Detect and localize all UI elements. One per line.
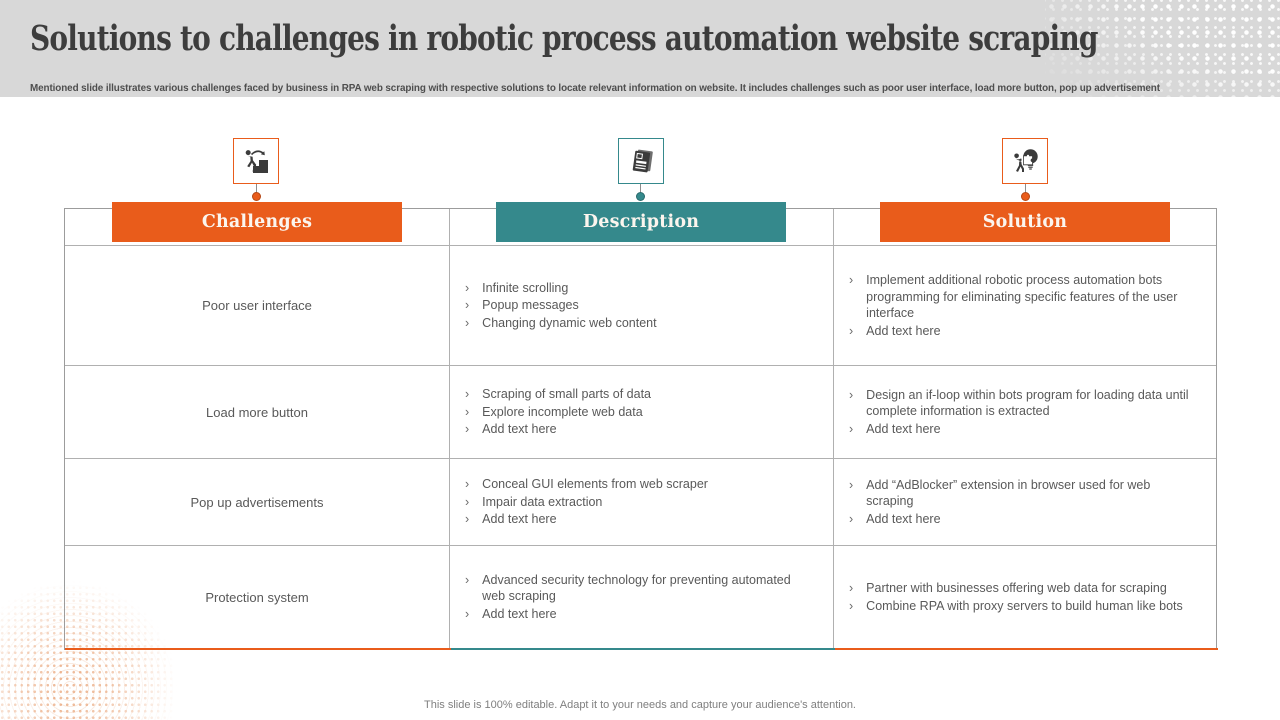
bullet-icon: ›: [465, 298, 470, 313]
list-item: Add text here: [482, 512, 557, 527]
bullet-icon: ›: [849, 273, 854, 287]
bullet-icon: ›: [465, 404, 470, 419]
solution-connector-line: [1025, 184, 1026, 193]
bullet-icon: ›: [849, 387, 854, 402]
description-connector-line: [640, 184, 641, 193]
bullet-icon: ›: [849, 511, 854, 526]
list-item: Conceal GUI elements from web scraper: [482, 477, 708, 492]
bullet-icon: ›: [849, 477, 854, 492]
challenges-bottom-strip: [65, 648, 451, 650]
list-item: Implement additional robotic process aut…: [866, 273, 1178, 320]
list-item: Infinite scrolling: [482, 280, 569, 295]
table-row-description: › Scraping of small parts of data › Explor…: [450, 365, 834, 458]
page-title: Solutions to challenges in robotic proce…: [30, 18, 1098, 59]
description-connector-dot: [636, 192, 645, 201]
list-item: Add “AdBlocker” extension in browser use…: [866, 477, 1151, 509]
person-puzzle-bulb-icon: [1014, 149, 1038, 172]
challenges-header: Challenges: [112, 202, 402, 242]
bullet-icon: ›: [849, 581, 854, 595]
halftone-dots-decoration: [1045, 0, 1280, 118]
bullet-icon: ›: [465, 512, 470, 527]
list-item: Changing dynamic web content: [482, 315, 657, 330]
challenges-connector-dot: [252, 192, 261, 201]
table-grid: Poor user interface › Infinite scrolling …: [65, 209, 1216, 648]
sunburst-dots-decoration: [0, 578, 180, 720]
bullet-icon: ›: [465, 315, 470, 330]
table-row-challenge: Pop up advertisements: [65, 458, 450, 545]
bullet-icon: ›: [465, 606, 470, 621]
table-row-solution: › Design an if-loop within bots program f…: [834, 365, 1216, 458]
person-climbing-stairs-icon: [245, 150, 268, 173]
list-item: Combine RPA with proxy servers to build …: [866, 598, 1183, 613]
list-item: Add text here: [482, 606, 557, 621]
description-icon-box: [618, 138, 664, 184]
list-item: Add text here: [866, 323, 941, 338]
bullet-icon: ›: [849, 598, 854, 613]
list-item: Scraping of small parts of data: [482, 387, 652, 402]
bullet-icon: ›: [849, 421, 854, 436]
list-item: Popup messages: [482, 298, 579, 313]
document-icon: [632, 149, 653, 173]
footer-note: This slide is 100% editable. Adapt it to…: [424, 699, 856, 711]
slide-header: Solutions to challenges in robotic proce…: [0, 0, 1280, 118]
solution-bottom-strip: [835, 648, 1218, 650]
solution-header: Solution: [880, 202, 1170, 242]
bullet-icon: ›: [849, 323, 854, 338]
challenges-connector-line: [256, 184, 257, 193]
table-row-solution: › Implement additional robotic process au…: [834, 245, 1216, 365]
list-item: Partner with businesses offering web dat…: [866, 581, 1167, 595]
description-header: Description: [496, 202, 786, 242]
list-item: Add text here: [482, 422, 557, 437]
challenges-table: Poor user interface › Infinite scrolling …: [64, 208, 1218, 650]
header-spacer-cell: [65, 209, 450, 245]
bullet-icon: ›: [465, 280, 470, 295]
table-row-challenge: Poor user interface: [65, 245, 450, 365]
bullet-icon: ›: [465, 477, 470, 492]
list-item: Design an if-loop within bots program fo…: [866, 387, 1189, 419]
table-row-solution: › Add “AdBlocker” extension in browser us…: [834, 458, 1216, 545]
bullet-icon: ›: [465, 422, 470, 437]
table-bottom-accent: [65, 648, 1218, 650]
description-bottom-strip: [451, 648, 835, 650]
list-item: Impair data extraction: [482, 494, 603, 509]
challenges-icon-box: [233, 138, 279, 184]
table-row-challenge: Protection system: [65, 545, 450, 648]
solution-icon-box: [1002, 138, 1048, 184]
table-row-description: › Advanced security technology for preven…: [450, 545, 834, 648]
table-row-solution: › Partner with businesses offering web da…: [834, 545, 1216, 648]
list-item: Add text here: [866, 511, 941, 526]
slide-subtitle: Mentioned slide illustrates various chal…: [30, 82, 1160, 94]
list-item: Explore incomplete web data: [482, 404, 643, 419]
table-row-challenge: Load more button: [65, 365, 450, 458]
table-row-description: › Infinite scrolling › Popup messages › Cha…: [450, 245, 834, 365]
bullet-icon: ›: [465, 387, 470, 402]
table-row-description: › Conceal GUI elements from web scraper ›…: [450, 458, 834, 545]
bullet-icon: ›: [465, 572, 470, 587]
header-spacer-cell: [450, 209, 834, 245]
bullet-icon: ›: [465, 494, 470, 509]
solution-connector-dot: [1021, 192, 1030, 201]
list-item: Add text here: [866, 421, 941, 436]
list-item: Advanced security technology for prevent…: [482, 572, 791, 604]
